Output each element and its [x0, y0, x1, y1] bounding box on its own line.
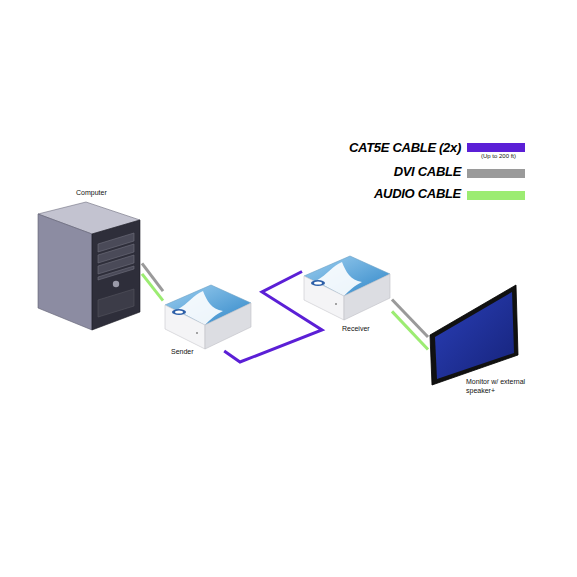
- legend-swatch: [467, 143, 525, 152]
- device-node: Sender: [163, 283, 253, 351]
- device-node: Receiver: [302, 254, 392, 324]
- device-illustration: [302, 254, 392, 324]
- legend-swatch: [467, 191, 525, 200]
- cable-connector: [392, 311, 428, 349]
- device-label: Computer: [76, 188, 107, 197]
- device-illustration: [428, 283, 520, 387]
- legend-swatch: [467, 169, 525, 178]
- device-illustration: [36, 200, 142, 332]
- legend-text: CAT5E CABLE (2x): [349, 140, 461, 155]
- legend-text: DVI CABLE: [394, 164, 461, 179]
- cable-connector: [142, 274, 163, 301]
- legend-text: AUDIO CABLE: [374, 186, 461, 201]
- device-node: Monitor w/ external speaker+: [428, 283, 520, 387]
- device-illustration: [163, 283, 253, 351]
- device-label: Monitor w/ external speaker+: [466, 377, 546, 395]
- device-label: Sender: [171, 347, 194, 356]
- device-node: Computer: [36, 200, 142, 332]
- note-label: (Up to 200 ft): [481, 153, 516, 160]
- device-label: Receiver: [342, 324, 370, 333]
